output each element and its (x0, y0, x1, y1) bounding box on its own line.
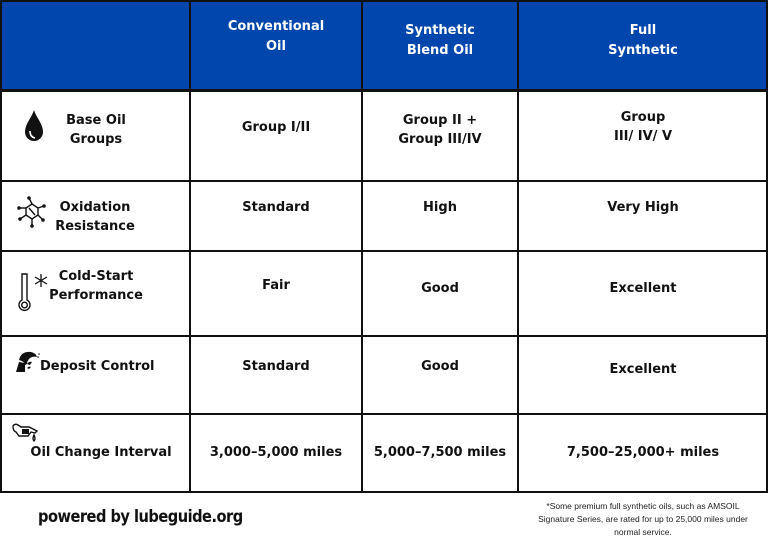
row-label-deposit-control: Deposit Control (40, 359, 155, 374)
brand-credit: powered by lubeguide.org (38, 507, 243, 527)
column-header-conventional: Conventional Oil (227, 19, 325, 54)
grid-line (517, 0, 519, 493)
cell-base-oil-full-synthetic: Group III/ IV/ V (613, 110, 673, 144)
header-cell-full-synthetic (518, 0, 768, 90)
comparison-table: Conventional Oil Synthetic Blend Oil Ful… (0, 0, 768, 493)
row-label-cold-start-performance: Cold-Start Performance (49, 269, 143, 303)
cell-interval-conventional: 3,000–5,000 miles (209, 445, 343, 460)
grid-line (0, 335, 768, 337)
grid-line (0, 250, 768, 252)
grid-line (0, 180, 768, 182)
cell-cold-start-conventional: Fair (262, 278, 290, 293)
footnote: *Some premium full synthetic oils, such … (538, 501, 748, 537)
cell-oxidation-synthetic-blend: High (423, 200, 457, 215)
deposit-icon (16, 351, 40, 372)
grid-line (0, 491, 768, 493)
cell-interval-synthetic-blend: 5,000–7,500 miles (373, 445, 507, 460)
grid-line (0, 0, 2, 493)
cell-cold-start-full-synthetic: Excellent (609, 281, 677, 296)
thermometer-snowflake-icon (18, 273, 48, 312)
cell-base-oil-synthetic-blend: Group II + Group III/IV (398, 113, 482, 147)
oil-can-icon (12, 423, 39, 442)
grid-line (0, 89, 768, 92)
column-header-synthetic-blend: Synthetic Blend Oil (405, 23, 475, 58)
cell-deposit-conventional: Standard (242, 359, 310, 374)
header-cell-synthetic-blend (362, 0, 518, 90)
cell-base-oil-conventional: Group I/II (241, 120, 311, 135)
cell-interval-full-synthetic: 7,500–25,000+ miles (566, 445, 720, 460)
header-cell-conventional (190, 0, 362, 90)
grid-line (0, 413, 768, 415)
cell-deposit-synthetic-blend: Good (421, 359, 459, 374)
molecule-icon (17, 196, 46, 228)
grid-line (0, 0, 768, 2)
column-header-full-synthetic: Full Synthetic (608, 23, 678, 58)
row-label-oxidation-resistance: Oxidation Resistance (55, 200, 135, 234)
cell-deposit-full-synthetic: Excellent (609, 362, 677, 377)
cell-cold-start-synthetic-blend: Good (421, 281, 459, 296)
cell-oxidation-full-synthetic: Very High (607, 200, 679, 215)
row-label-base-oil-groups: Base Oil Groups (66, 113, 126, 147)
cell-oxidation-conventional: Standard (242, 200, 310, 215)
row-label-oil-change-interval: Oil Change Interval (30, 445, 172, 460)
grid-line (766, 0, 768, 493)
header-corner-cell (0, 0, 190, 90)
grid-line (189, 0, 191, 493)
grid-line (361, 0, 363, 493)
oil-drop-icon (25, 110, 43, 141)
